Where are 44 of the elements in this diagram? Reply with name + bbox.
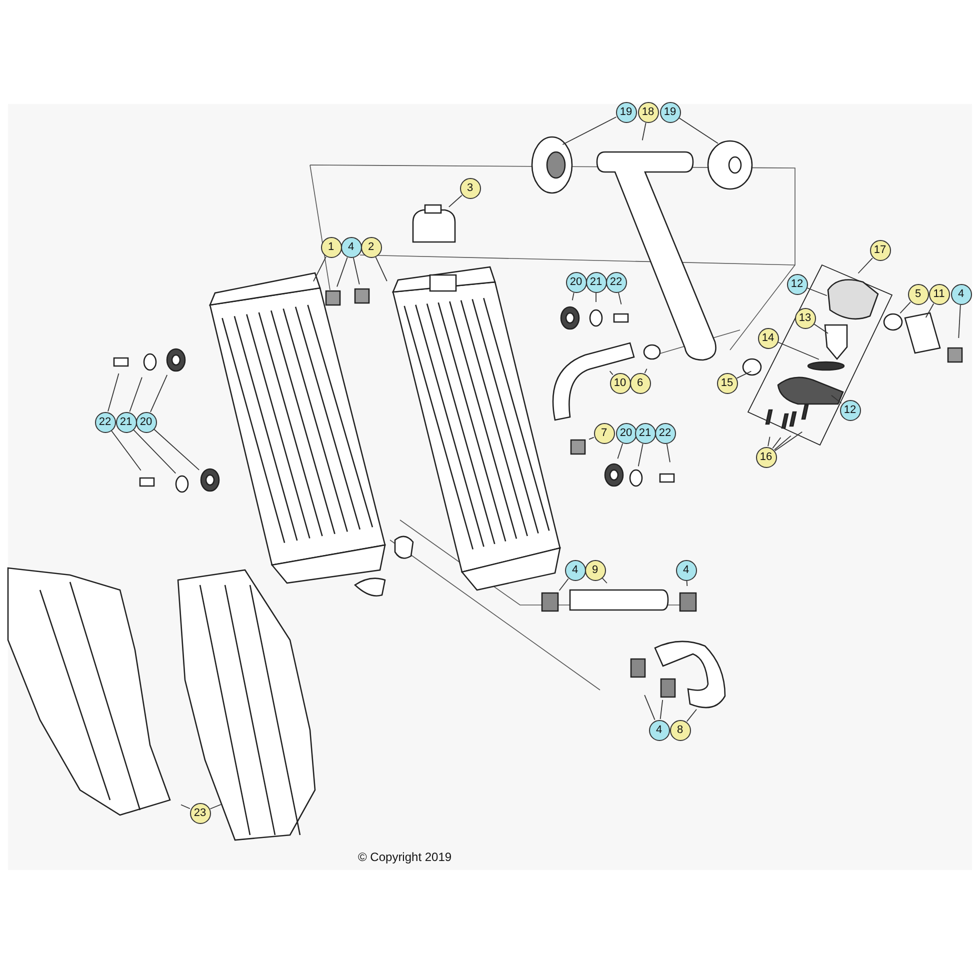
copyright-note: © Copyright 2019 xyxy=(358,850,452,864)
leader-line xyxy=(642,122,646,141)
leader-line xyxy=(774,431,803,452)
leader-line xyxy=(925,303,934,318)
leader-line xyxy=(768,436,770,447)
leader-line xyxy=(900,302,911,314)
leader-line xyxy=(108,373,120,412)
leader-line xyxy=(336,256,348,288)
leader-line xyxy=(154,428,200,470)
leader-line xyxy=(609,370,614,376)
leader-line xyxy=(617,443,624,460)
leader-line xyxy=(111,430,142,471)
leader-line xyxy=(644,368,648,374)
leader-line xyxy=(778,342,820,360)
leader-line xyxy=(352,257,360,285)
leader-line xyxy=(448,194,462,208)
leader-line xyxy=(180,804,190,810)
leader-line xyxy=(858,258,873,274)
leader-line xyxy=(666,443,670,463)
leader-line xyxy=(618,292,622,305)
leader-line xyxy=(562,116,617,145)
leader-line xyxy=(686,708,697,722)
leader-line xyxy=(806,288,828,296)
leader-line xyxy=(830,394,842,404)
leader-line xyxy=(660,699,664,720)
leader-line xyxy=(686,580,688,586)
leader-line xyxy=(558,578,569,591)
leader-line xyxy=(602,578,608,584)
leader-line xyxy=(774,435,792,450)
leader-line xyxy=(129,376,142,412)
leader-line xyxy=(588,436,594,440)
leader-line xyxy=(772,437,782,449)
leader-line xyxy=(678,118,718,144)
leader-line xyxy=(638,443,644,467)
leader-line xyxy=(814,324,828,334)
leader-line xyxy=(958,304,961,338)
leader-line xyxy=(736,370,752,379)
leader-line xyxy=(133,429,176,474)
leader-line xyxy=(150,374,168,412)
leader-line xyxy=(313,256,326,282)
leader-line xyxy=(644,694,656,720)
leader-line xyxy=(572,292,574,301)
leader-line xyxy=(210,804,222,810)
leader-line xyxy=(375,256,388,282)
